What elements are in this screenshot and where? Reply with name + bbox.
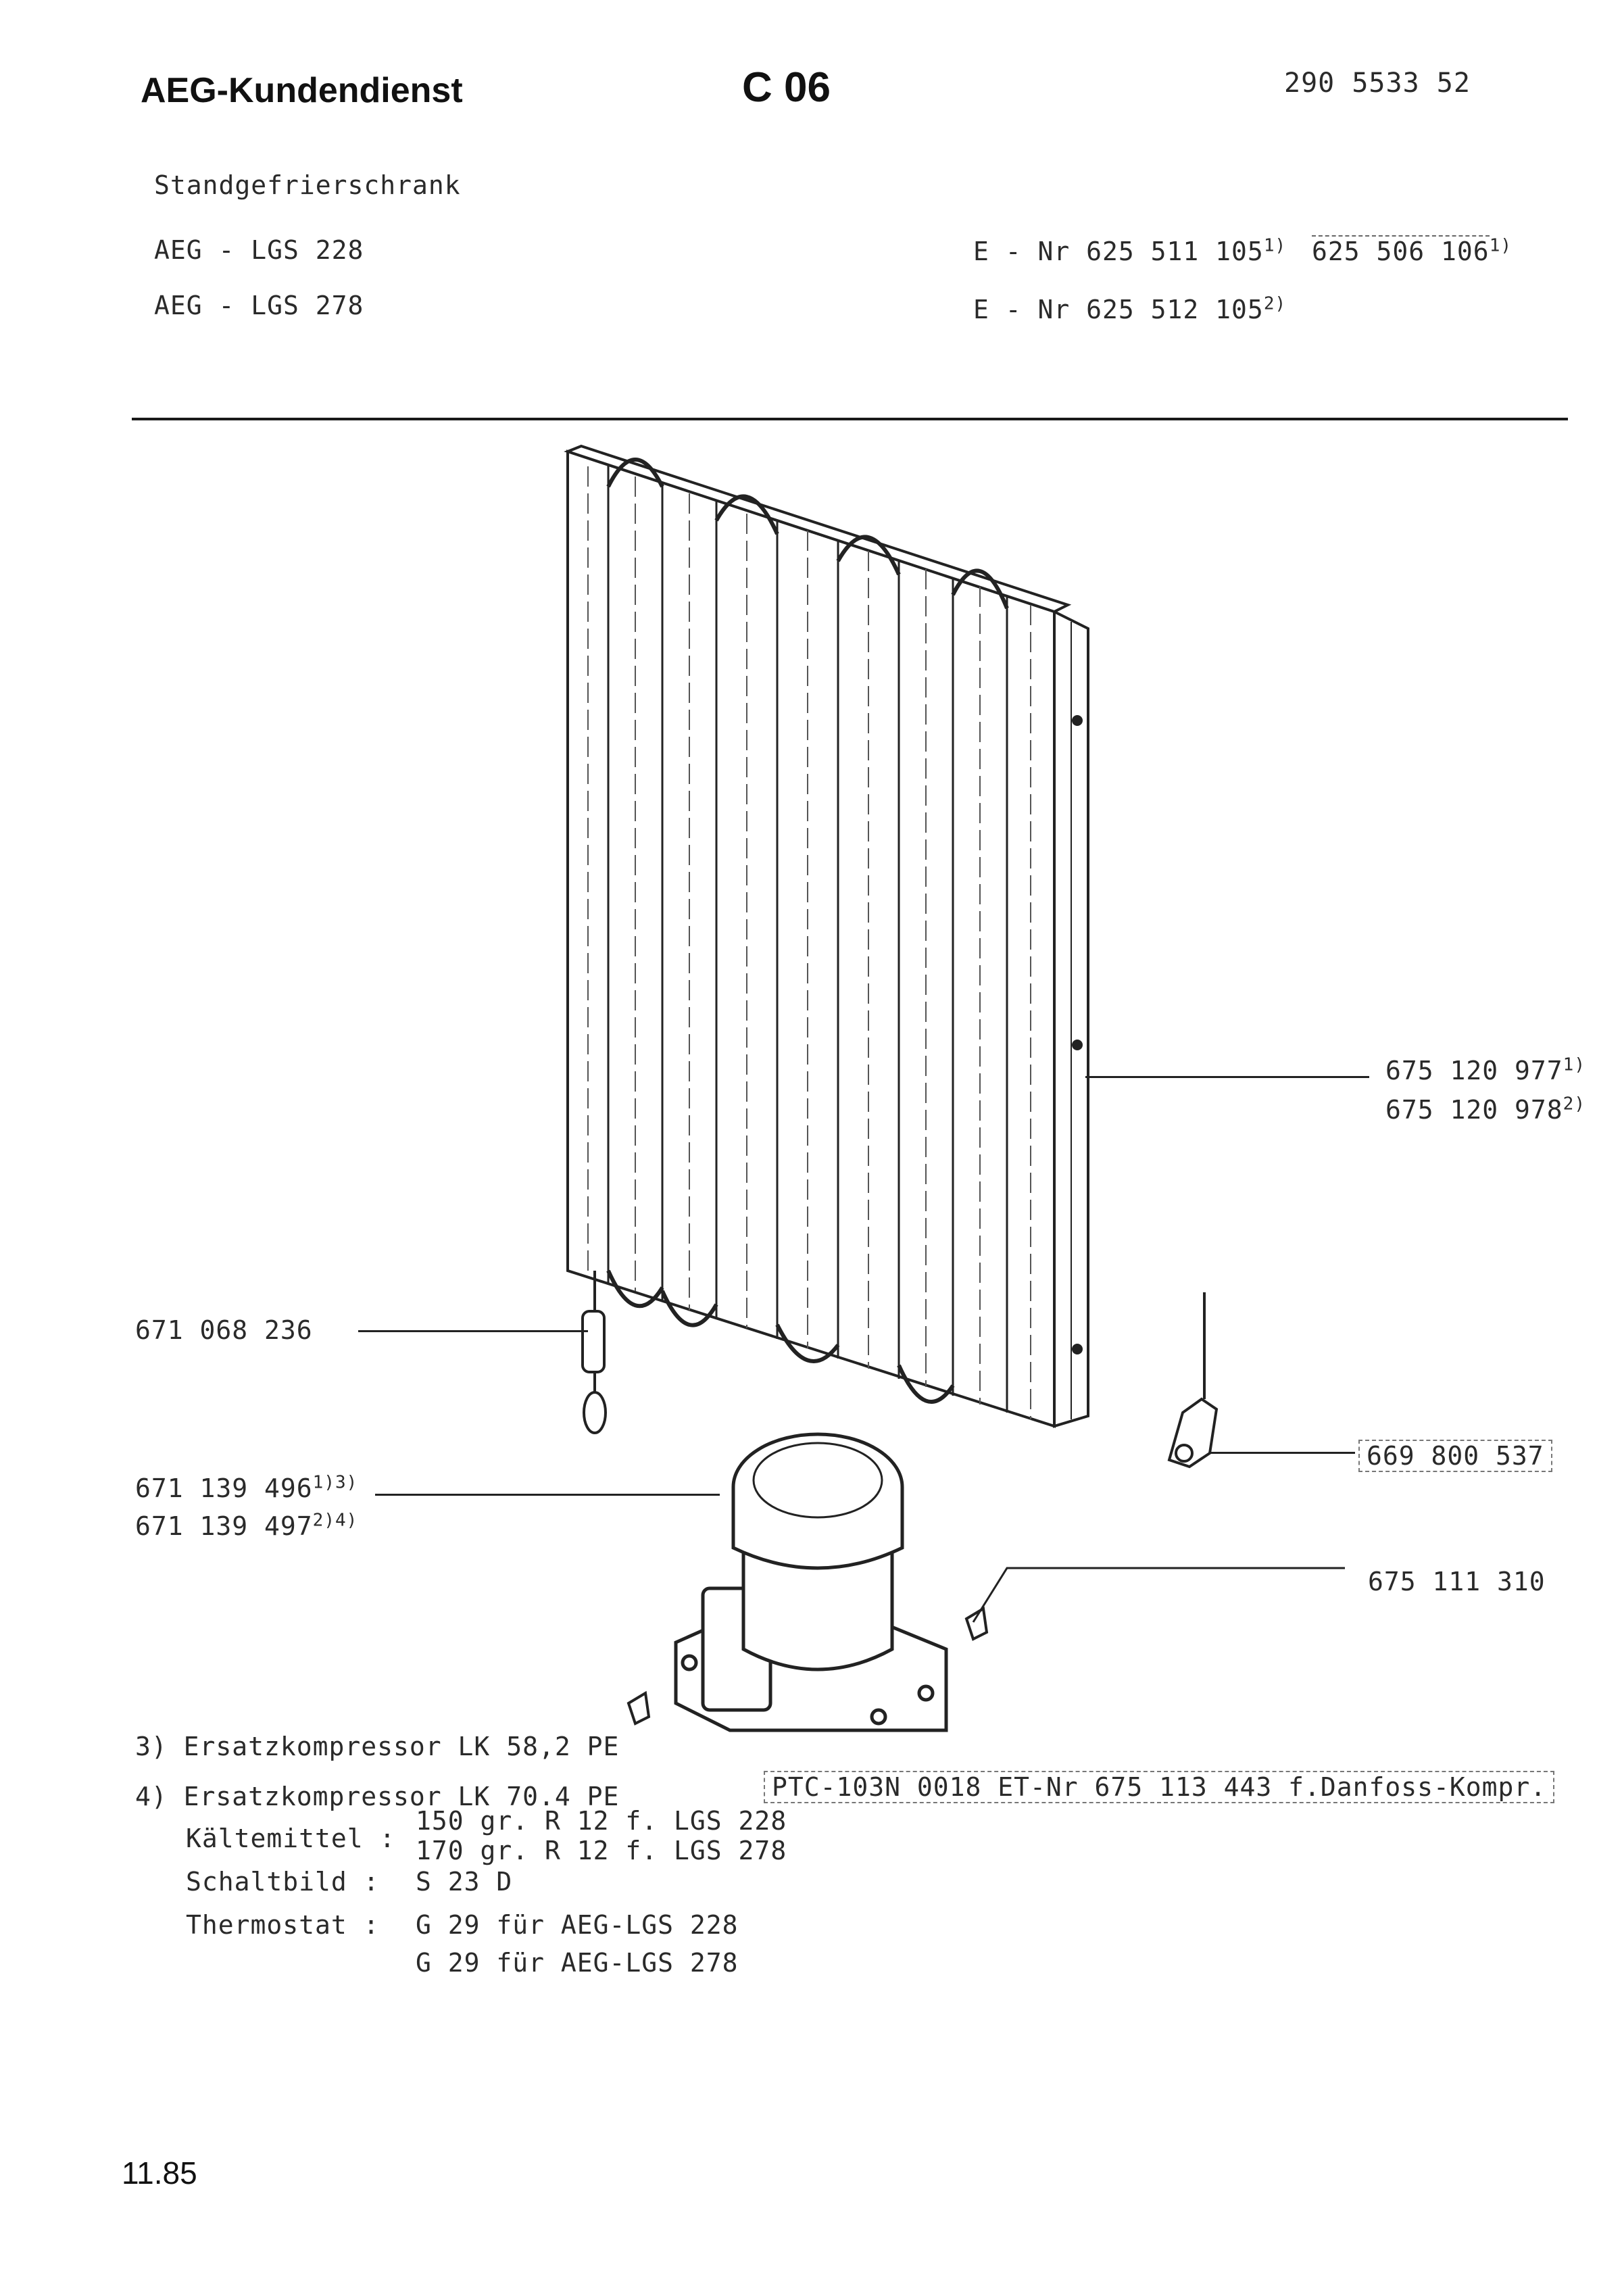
plug-leader [1210,1452,1355,1454]
note-3-replacement-compressor: 3) Ersatzkompressor LK 58,2 PE [135,1732,620,1761]
compressor-note-2: 2)4) [312,1510,358,1531]
model-1-enr-alt: 625 506 106 [1312,235,1490,266]
compressor-note-1: 1)3) [312,1472,358,1493]
section-code: C 06 [742,64,831,111]
ptc-starter-note: PTC-103N 0018 ET-Nr 675 113 443 f.Danfos… [764,1771,1555,1803]
bracket-part-number: 675 111 310 [1368,1567,1546,1596]
refrigerant-value-1: 150 gr. R 12 f. LGS 228 [416,1806,787,1836]
plug-part-number: 669 800 537 [1358,1440,1552,1472]
thermostat-label: Thermostat : [186,1910,380,1940]
thermostat-value-1: G 29 für AEG-LGS 228 [416,1910,739,1940]
compressor-leader [375,1494,720,1496]
evaporator-number-1: 675 120 977 [1385,1056,1563,1085]
thermostat-value-2: G 29 für AEG-LGS 278 [416,1948,739,1978]
evaporator-part-1: 675 120 9771) [1385,1056,1586,1085]
model-1-enr-number: E - Nr 625 511 105 [973,237,1264,266]
model-1-enr: E - Nr 625 511 1051) 625 506 1061) [973,235,1512,266]
evaporator-note-2: 2) [1563,1094,1586,1115]
model-1-enr-note: 1) [1263,235,1287,256]
evaporator-note-1: 1) [1563,1054,1586,1075]
compressor-part-2: 671 139 4972)4) [135,1511,358,1541]
sensor-part-number: 671 068 236 [135,1315,313,1345]
model-2-enr-note: 2) [1263,293,1287,314]
evaporator-panel-drawing [564,444,1089,1428]
wiring-diagram-value: S 23 D [416,1867,513,1897]
temperature-sensor-drawing [581,1271,607,1434]
compressor-part-1: 671 139 4961)3) [135,1473,358,1503]
model-2-enr: E - Nr 625 512 1052) [973,295,1286,324]
mounting-clip-drawing [626,1567,1345,1726]
compressor-number-1: 671 139 496 [135,1473,313,1503]
refrigerant-label: Kältemittel : [186,1824,396,1853]
document-number: 290 5533 52 [1284,68,1471,99]
model-1-enr-alt-note: 1) [1489,235,1512,256]
compressor-drawing [674,1432,948,1732]
brand-title: AEG-Kundendienst [141,71,463,110]
evaporator-leader [1085,1076,1369,1078]
sensor-leader [358,1330,588,1332]
model-2-enr-number: E - Nr 625 512 105 [973,295,1264,324]
evaporator-number-2: 675 120 978 [1385,1095,1563,1125]
evaporator-part-2: 675 120 9782) [1385,1095,1586,1125]
footer-date: 11.85 [122,2155,197,2191]
product-type: Standgefrierschrank [154,170,461,200]
refrigerant-value-2: 170 gr. R 12 f. LGS 278 [416,1836,787,1865]
model-1-name: AEG - LGS 228 [154,235,364,265]
wiring-diagram-label: Schaltbild : [186,1867,380,1897]
note-4-replacement-compressor: 4) Ersatzkompressor LK 70.4 PE [135,1782,620,1811]
model-2-name: AEG - LGS 278 [154,291,364,320]
header-divider [132,418,1568,420]
compressor-number-2: 671 139 497 [135,1511,313,1541]
plug-drawing [1167,1292,1219,1469]
